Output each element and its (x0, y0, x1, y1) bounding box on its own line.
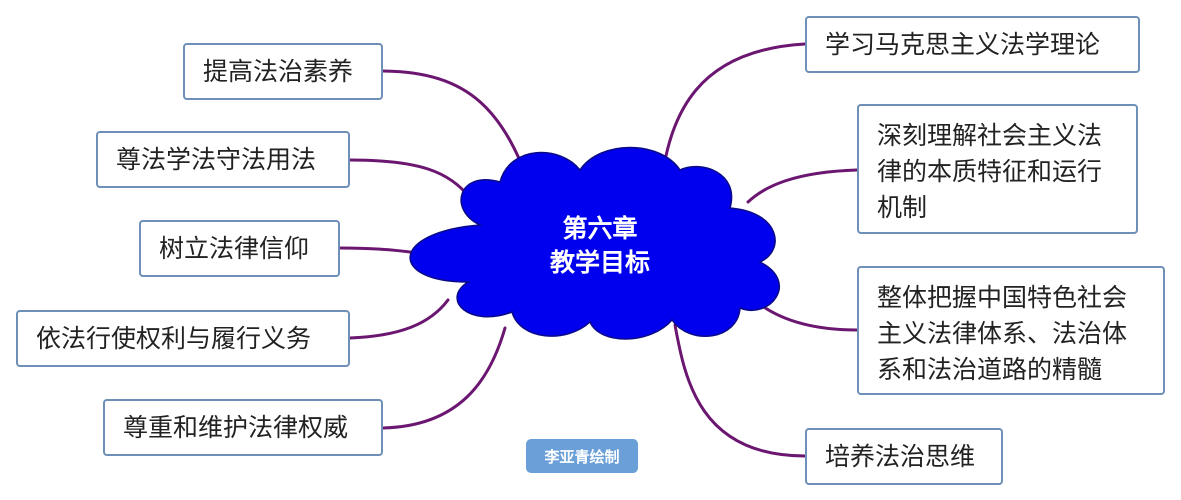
branch-left-5: 尊重和维护法律权威 (103, 399, 383, 456)
connector-left-5 (381, 326, 507, 430)
branch-right-1: 学习马克思主义法学理论 (805, 16, 1140, 73)
connector-left-2 (348, 158, 472, 200)
branch-right-3: 整体把握中国特色社会 主义法律体系、法治体 系和法治道路的精髓 (857, 266, 1165, 395)
author-credit-badge: 李亚青绘制 (526, 439, 638, 473)
branch-left-3-label: 树立法律信仰 (159, 233, 310, 263)
branch-right-2-line2: 律的本质特征和运行 (877, 157, 1103, 186)
branch-left-4-label: 依法行使权利与履行义务 (36, 323, 312, 353)
branch-right-2-line3: 机制 (877, 193, 928, 222)
branch-left-5-label: 尊重和维护法律权威 (123, 412, 349, 442)
center-cloud-shape (409, 146, 781, 340)
center-topic-line2: 教学目标 (549, 248, 650, 277)
branch-right-2: 深刻理解社会主义法 律的本质特征和运行 机制 (857, 104, 1138, 234)
branch-right-3-line2: 主义法律体系、法治体 (877, 319, 1128, 348)
branch-left-1-label: 提高法治素养 (203, 56, 354, 86)
branch-right-4: 培养法治思维 (805, 428, 1003, 485)
branch-right-1-label: 学习马克思主义法学理论 (825, 29, 1101, 59)
connector-left-3 (338, 246, 412, 254)
branch-right-4-label: 培养法治思维 (825, 441, 976, 471)
author-credit-label: 李亚青绘制 (544, 447, 620, 466)
center-topic-line1: 第六章 (562, 214, 638, 243)
center-topic: 第六章 教学目标 (500, 212, 700, 280)
connector-right-2 (746, 168, 859, 204)
connector-right-4 (673, 323, 807, 458)
connector-left-4 (348, 298, 450, 340)
branch-left-2: 尊法学法守法用法 (96, 131, 350, 188)
branch-left-4: 依法行使权利与履行义务 (16, 310, 350, 367)
branch-left-1: 提高法治素养 (183, 43, 383, 100)
branch-right-3-line1: 整体把握中国特色社会 (877, 283, 1128, 312)
branch-left-3: 树立法律信仰 (139, 220, 340, 277)
branch-left-2-label: 尊法学法守法用法 (116, 144, 317, 174)
branch-right-3-line3: 系和法治道路的精髓 (877, 355, 1103, 384)
branch-right-2-line1: 深刻理解社会主义法 (877, 121, 1103, 150)
